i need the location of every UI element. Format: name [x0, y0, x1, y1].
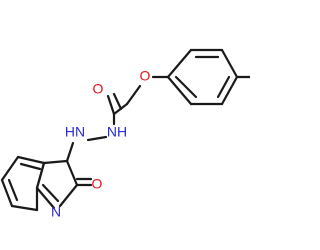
bond	[166, 48, 193, 79]
bond	[0, 155, 20, 182]
bond	[166, 75, 193, 106]
double-bond-inner	[216, 75, 231, 99]
bond	[65, 159, 79, 187]
carbonyl-bond	[106, 94, 116, 116]
bond-fused	[35, 161, 46, 190]
ether-oxygen-label: O	[140, 68, 151, 84]
carbonyl-bond-double	[112, 92, 123, 111]
chemical-structure-diagram: O O NH HN O N	[0, 48, 250, 220]
bond	[16, 155, 46, 165]
bond	[0, 178, 14, 208]
bond-n-n	[86, 135, 108, 142]
bond-n-c7a	[35, 186, 56, 210]
lactam-oxygen-label: O	[92, 176, 103, 192]
bond	[220, 75, 239, 106]
bond-oxygen-ch2	[125, 84, 142, 106]
tolyl-ring	[166, 48, 239, 106]
amide-oxygen-label: O	[93, 81, 104, 97]
double-bond-inner	[174, 75, 198, 99]
double-bond-inner	[7, 178, 19, 202]
benzo-ring	[0, 155, 46, 212]
bond	[42, 159, 69, 165]
nh-lower-label: HN	[65, 124, 85, 140]
double-bond-inner	[41, 183, 60, 203]
nh-upper-label: NH	[107, 124, 127, 140]
bond	[58, 183, 79, 208]
ring-nitrogen-label: N	[51, 204, 61, 220]
bond-n-c3	[65, 141, 75, 163]
bond	[220, 48, 239, 79]
double-bond-inner	[19, 162, 42, 171]
bond	[10, 204, 39, 212]
